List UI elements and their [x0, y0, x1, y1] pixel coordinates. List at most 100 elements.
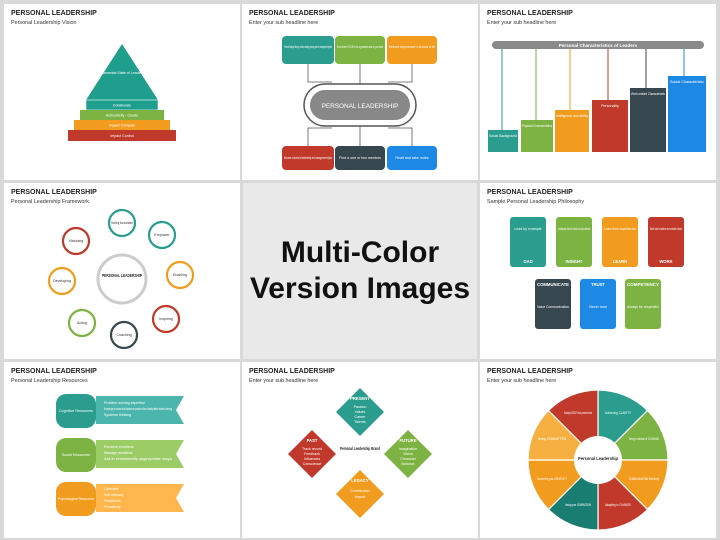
bottom-key-1: TRUST [591, 282, 605, 287]
node-6: Developing [53, 279, 71, 283]
col-2: Intelligence and Ability [556, 114, 588, 118]
slide-subtitle: Enter your sub headline here [249, 378, 319, 384]
slide-title: PERSONAL LEADERSHIP [249, 368, 335, 375]
row-1-item-0: Perceive emotions [104, 445, 134, 449]
framework-wheel: PERSONAL LEADERSHIP Holding Accountable … [47, 208, 195, 350]
leadership-wheel: Personal Leadership Achieving CLARITY Be… [527, 389, 669, 531]
multi-color-banner: Multi-Color Version Images [243, 183, 477, 359]
row-2-name: Psychological Resources [58, 497, 94, 501]
slide-subtitle: Personal Leadership Vision [11, 20, 77, 26]
slide-title: PERSONAL LEADERSHIP [487, 189, 573, 196]
col-1: Physical Characteristics [522, 124, 552, 128]
slide-subtitle: Personal Leadership Resources [11, 378, 88, 384]
slide-title: PERSONAL LEADERSHIP [11, 10, 97, 17]
row-2-item-0: Optimism [104, 487, 119, 491]
level-4: Impact Control [110, 134, 134, 138]
row-2-item-1: Self-efficacy [104, 493, 124, 497]
node-1: Empower [154, 233, 170, 237]
bottom-1: Never trust [589, 305, 607, 309]
slide-subtitle: Enter your sub headline here [249, 20, 319, 26]
slide-framework[interactable]: PERSONAL LEADERSHIP Personal Leadership … [4, 183, 240, 359]
box-1: Know where YOU fit in the organization a… [337, 45, 383, 49]
diamond-3-name: LEGACY [351, 478, 369, 483]
hub-label: PERSONAL LEADERSHIP [102, 273, 142, 278]
row-2-item-2: Resilience [104, 499, 121, 503]
slide-title: PERSONAL LEADERSHIP [11, 368, 97, 375]
bottom-key-0: COMMUNICATE [537, 282, 569, 287]
segment-4: Having your COMPASSION [565, 503, 591, 507]
slide-brand[interactable]: PERSONAL LEADERSHIP Enter your sub headl… [242, 362, 478, 538]
slide-title: PERSONAL LEADERSHIP [487, 368, 573, 375]
node-0: Holding Accountable [111, 221, 133, 225]
slide-title: PERSONAL LEADERSHIP [249, 10, 335, 17]
key-1: INSIGHT [566, 259, 583, 264]
node-4: Coaching [116, 333, 131, 337]
slide-characteristics[interactable]: PERSONAL LEADERSHIP Enter your sub headl… [480, 4, 716, 180]
banner-line-2: Version Images [249, 272, 471, 305]
slide-subtitle: Personal Leadership Framework [11, 199, 89, 205]
banner-line-1: Multi-Color [280, 236, 440, 269]
characteristics-chart: Personal Characteristics of Leaders Soci… [488, 41, 706, 152]
diamond-1-item-3: Conscience [303, 462, 322, 466]
col-5: Social Characteristic [670, 80, 704, 84]
hub-label: Personal Leadership [578, 456, 618, 461]
row-0-item-2: Systems thinking [104, 413, 131, 417]
segment-3: Adapting to CHANGE [605, 503, 631, 507]
segment-1: Being a mindset of COURAGE [629, 437, 659, 441]
segment-6: Being COMMITTED [538, 437, 566, 441]
slide-resources[interactable]: PERSONAL LEADERSHIP Personal Leadership … [4, 362, 240, 538]
diamond-2-item-3: Balance [402, 462, 415, 466]
segment-7: Developing CURIOSITY about yourself and … [564, 411, 592, 415]
box-3: Become a student of leadership and manag… [284, 156, 332, 160]
diamond-0-item-1: Values [355, 410, 366, 414]
slide-title: PERSONAL LEADERSHIP [487, 10, 573, 17]
diamond-2-item-1: Vision [403, 452, 413, 456]
level-3: Impact Compete [109, 124, 135, 128]
segment-2: COMMUNICATING Effectively [629, 477, 659, 481]
vision-pyramid: Fundamental State of Leadership Collabor… [68, 44, 176, 141]
col-4: Work-related Characteristic [631, 92, 665, 96]
hub-label: PERSONAL LEADERSHIP [322, 103, 399, 110]
top-0: Lead by example [514, 227, 541, 231]
diamond-3-item-0: Contribution [350, 489, 369, 493]
level-2: Authenticity - Create [106, 114, 139, 118]
diamond-2-name: FUTURE [400, 438, 417, 443]
slide-philosophy[interactable]: PERSONAL LEADERSHIP Sample Personal Lead… [480, 183, 716, 359]
diamond-0-item-0: Passion [354, 405, 367, 409]
top-3: Work hard to achieve and motivate others [650, 227, 682, 231]
brand-diamonds: Personal Leadership Brand PRESENT Passio… [288, 388, 432, 518]
key-3: WORK [659, 259, 672, 264]
hub-label: Personal Leadership Brand [340, 446, 380, 451]
slide-subtitle: Enter your sub headline here [487, 378, 557, 384]
row-0-name: Cognitive Resources [59, 409, 93, 413]
col-0: Social Background [489, 134, 517, 138]
level-1: Collaborate [113, 104, 131, 108]
slide-wheel[interactable]: PERSONAL LEADERSHIP Enter your sub headl… [480, 362, 716, 538]
box-2: Embrace improvement in all areas of life [389, 45, 435, 49]
node-5: Acting [77, 321, 87, 325]
row-1-item-2: Act in emotionally appropriate ways [104, 457, 172, 461]
hub-diagram: PERSONAL LEADERSHIP Personal Strategic P… [282, 36, 437, 170]
bottom-0: Value Communication [537, 305, 569, 309]
col-3: Personality [601, 104, 619, 108]
slide-subtitle: Enter your sub headline here [487, 20, 557, 26]
row-1-item-1: Manage emotions [104, 451, 133, 455]
top-2: Learn from experiences [604, 227, 636, 231]
box-4: Find a one or two mentors [339, 156, 381, 160]
segment-0: Achieving CLARITY [605, 411, 631, 415]
node-7: Visioning [69, 239, 84, 243]
slide-subtitle: Sample Personal Leadership Philosophy [487, 199, 585, 205]
diamond-1-item-2: Influences [304, 457, 321, 461]
segment-5: Discovering your CREATIVITY [537, 477, 567, 481]
bottom-key-2: COMPETENCY [627, 282, 659, 287]
node-3: Inspiring [159, 317, 173, 321]
header-label: Personal Characteristics of Leaders [559, 43, 638, 48]
slide-hub[interactable]: PERSONAL LEADERSHIP Enter your sub headl… [242, 4, 478, 180]
slide-vision[interactable]: PERSONAL LEADERSHIP Personal Leadership … [4, 4, 240, 180]
top-1: Anticipate future needs and problems [558, 227, 590, 231]
row-0-item-0: Problem solving expertise [104, 401, 145, 405]
diamond-0-item-2: Career [355, 415, 367, 419]
level-0: Fundamental State of Leadership [95, 71, 148, 75]
diamond-2-item-0: Imagination [399, 447, 418, 451]
diamond-0-name: PRESENT [350, 396, 370, 401]
